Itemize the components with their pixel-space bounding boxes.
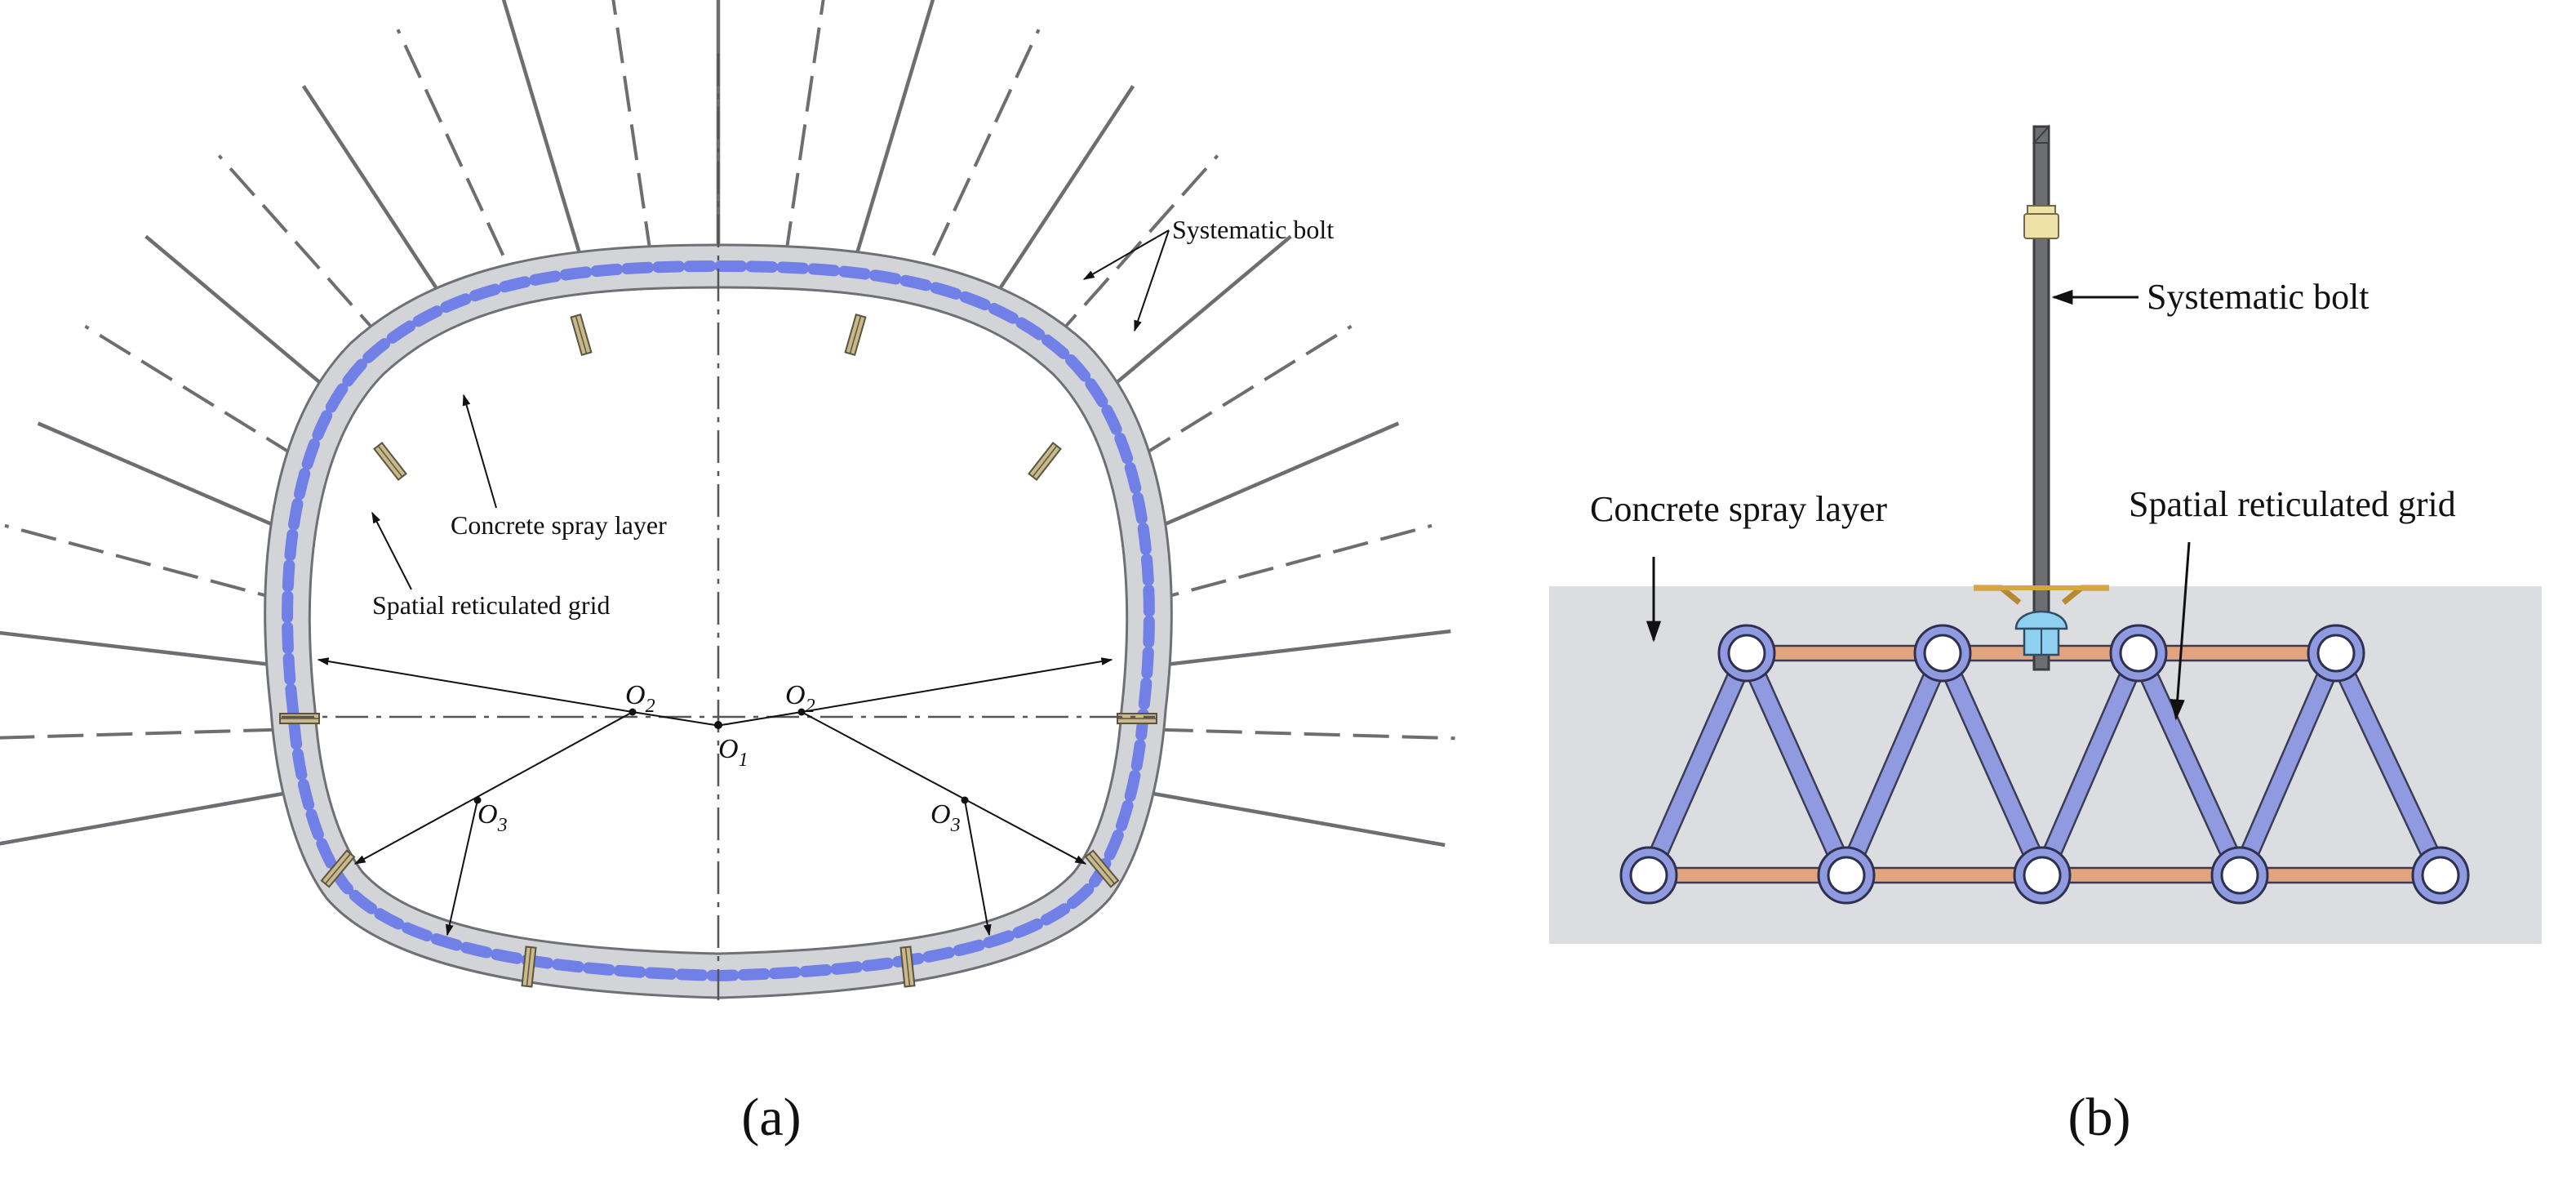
grid-node-hole bbox=[2119, 634, 2158, 673]
lining-joint bbox=[1117, 713, 1157, 724]
radius-arrow bbox=[445, 799, 478, 937]
top-chord-bar-body bbox=[1745, 644, 1944, 662]
radius-arrow bbox=[353, 711, 633, 865]
top-chord-bar bbox=[2137, 644, 2338, 662]
bolt-connector-icon bbox=[2014, 610, 2068, 656]
center-point-o3-right bbox=[961, 796, 969, 804]
center-point-o1 bbox=[714, 721, 722, 729]
top-chord-bar-body bbox=[2137, 644, 2338, 662]
joint-seam bbox=[1088, 853, 1116, 884]
lining-joint bbox=[1028, 441, 1062, 482]
bottom-chord-bar bbox=[1647, 866, 1848, 884]
joint-seam bbox=[1032, 445, 1058, 478]
label-spatial-grid-a: Spatial reticulated grid bbox=[372, 590, 610, 620]
label-o2-right: O2 bbox=[785, 680, 815, 717]
grid-node-hole bbox=[2220, 856, 2259, 895]
leader-spatial-grid-a bbox=[371, 511, 412, 590]
label-o1: O1 bbox=[718, 734, 748, 771]
center-point-o3-left bbox=[473, 796, 482, 804]
radius-arrow bbox=[801, 657, 1113, 713]
joint-seam bbox=[377, 445, 403, 478]
panel-b-caption: (b) bbox=[2068, 1088, 2131, 1147]
grid-node-hole bbox=[2316, 634, 2356, 673]
label-spatial-grid-b: Spatial reticulated grid bbox=[2129, 484, 2456, 524]
leader-concrete-spray-layer-a bbox=[462, 394, 497, 509]
bolt-nut-icon bbox=[2023, 205, 2059, 239]
joint-seam bbox=[324, 853, 352, 884]
bolt-tip bbox=[2032, 124, 2050, 144]
radius-arrow bbox=[801, 711, 1087, 865]
panel-a-caption: (a) bbox=[741, 1088, 801, 1147]
grid-node-hole bbox=[2023, 856, 2062, 895]
label-concrete-spray-layer-a: Concrete spray layer bbox=[451, 510, 667, 540]
center-point-o2-right bbox=[797, 708, 806, 716]
rock-bolt-dashed bbox=[611, 0, 653, 257]
bottom-chord-bar bbox=[1845, 866, 2044, 884]
rock-bolt-dashed bbox=[1144, 523, 1432, 605]
lining-joint bbox=[1084, 849, 1120, 888]
rock-bolt-dashed bbox=[911, 29, 1041, 300]
top-chord-bar bbox=[1745, 644, 1944, 662]
panel-b-grid-detail: Systematic bolt Concrete spray layer Spa… bbox=[1549, 124, 2542, 944]
center-point-o2-left bbox=[628, 708, 637, 716]
rock-bolt-solid bbox=[0, 791, 286, 846]
bottom-chord-bar-body bbox=[2238, 866, 2442, 884]
bottom-chord-bar-body bbox=[2041, 866, 2241, 884]
joint-seam bbox=[849, 315, 862, 354]
label-systematic-bolt-a: Systematic bolt bbox=[1172, 215, 1334, 244]
radius-line bbox=[632, 711, 716, 726]
rock-bolt-dashed bbox=[0, 727, 280, 740]
grid-node-hole bbox=[1923, 634, 1962, 673]
rock-bolt-solid bbox=[1154, 629, 1451, 668]
rock-bolt-dashed bbox=[396, 29, 526, 300]
bolt-rod bbox=[2032, 125, 2050, 671]
label-concrete-spray-layer-b: Concrete spray layer bbox=[1590, 489, 1887, 529]
grid-node-hole bbox=[1727, 634, 1766, 673]
radius-line bbox=[721, 711, 802, 726]
reticulated-grid-truss bbox=[1619, 624, 2470, 905]
label-o3-left: O3 bbox=[477, 799, 508, 836]
bottom-chord-bar-body bbox=[1647, 866, 1848, 884]
lining-joint bbox=[521, 945, 537, 988]
joint-seam bbox=[904, 947, 911, 986]
lining-joint bbox=[279, 713, 320, 724]
rock-bolt-dashed bbox=[784, 0, 825, 257]
rock-bolt-solid bbox=[0, 630, 282, 668]
grid-node-hole bbox=[2421, 856, 2460, 895]
rock-bolt-solid bbox=[37, 421, 313, 544]
rock-bolt-solid bbox=[849, 0, 935, 274]
leader-systematic-bolt-a bbox=[1082, 229, 1170, 280]
label-systematic-bolt-b: Systematic bolt bbox=[2147, 277, 2369, 317]
joint-seam bbox=[526, 947, 532, 986]
leader-spatial-grid-b bbox=[2170, 541, 2191, 721]
lining-joint bbox=[899, 945, 916, 988]
rock-bolt-solid bbox=[1151, 791, 1446, 848]
leader-systematic-bolt-a bbox=[1134, 229, 1170, 332]
label-o3-right: O3 bbox=[930, 799, 961, 836]
bottom-chord-bar bbox=[2041, 866, 2241, 884]
lining-joint bbox=[320, 849, 356, 888]
bottom-chord-bar-body bbox=[1845, 866, 2044, 884]
radius-arrow bbox=[317, 657, 633, 713]
lining-joints bbox=[279, 314, 1157, 988]
grid-node-hole bbox=[1629, 856, 1668, 895]
rock-bolt-dashed bbox=[1157, 727, 1455, 741]
joint-seam bbox=[575, 315, 588, 354]
lining-joint bbox=[570, 314, 593, 356]
rock-bolt-solid bbox=[1124, 421, 1400, 544]
panel-a-tunnel-section: O2 O2 O1 O3 O3 Systematic bolt Concrete … bbox=[0, 0, 1455, 1000]
rock-bolt-dashed bbox=[4, 523, 293, 605]
bottom-chord-bar bbox=[2238, 866, 2442, 884]
reticulated-grid-line bbox=[282, 260, 1155, 982]
lining-joint bbox=[844, 314, 867, 356]
radius-arrow bbox=[964, 799, 992, 937]
rock-bolt-solid bbox=[501, 0, 588, 274]
grid-node-hole bbox=[1827, 856, 1866, 895]
label-o2-left: O2 bbox=[625, 680, 655, 717]
lining-joint bbox=[373, 441, 407, 482]
